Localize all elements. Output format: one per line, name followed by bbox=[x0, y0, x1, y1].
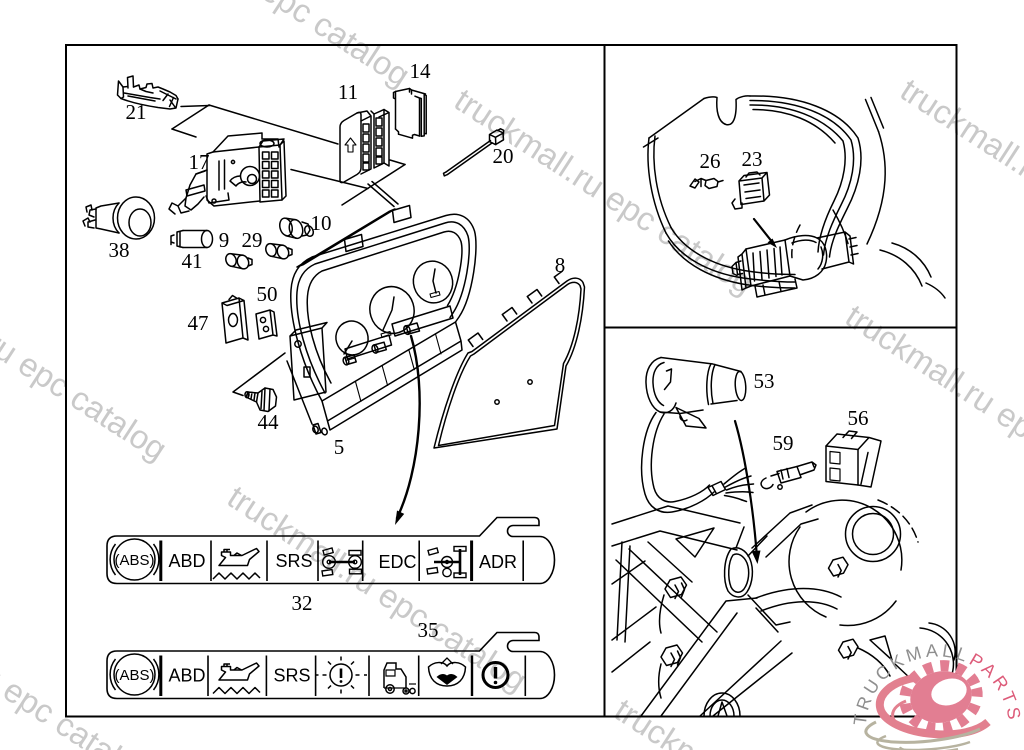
svg-text:20: 20 bbox=[493, 144, 514, 168]
svg-text:10: 10 bbox=[311, 211, 332, 235]
svg-text:41: 41 bbox=[182, 249, 203, 273]
svg-text:SRS: SRS bbox=[273, 666, 310, 686]
svg-text:53: 53 bbox=[754, 369, 775, 393]
svg-text:44: 44 bbox=[258, 410, 280, 434]
svg-text:32: 32 bbox=[292, 591, 313, 615]
svg-text:29: 29 bbox=[242, 228, 263, 252]
svg-text:21: 21 bbox=[126, 100, 147, 124]
svg-text:11: 11 bbox=[338, 80, 358, 104]
svg-text:26: 26 bbox=[700, 149, 721, 173]
svg-text:17: 17 bbox=[189, 150, 210, 174]
svg-text:ADR: ADR bbox=[479, 552, 517, 572]
svg-text:38: 38 bbox=[109, 238, 130, 262]
svg-text:EDC: EDC bbox=[378, 552, 416, 572]
svg-text:5: 5 bbox=[334, 435, 345, 459]
svg-text:59: 59 bbox=[773, 431, 794, 455]
svg-text:ABD: ABD bbox=[168, 551, 205, 571]
svg-text:8: 8 bbox=[555, 253, 566, 277]
svg-text:ABD: ABD bbox=[168, 666, 205, 686]
svg-text:47: 47 bbox=[188, 311, 209, 335]
svg-text:14: 14 bbox=[410, 59, 432, 83]
svg-text:56: 56 bbox=[848, 406, 869, 430]
svg-text:23: 23 bbox=[742, 147, 763, 171]
svg-text:SRS: SRS bbox=[275, 551, 312, 571]
svg-text:50: 50 bbox=[257, 282, 278, 306]
svg-text:35: 35 bbox=[418, 618, 439, 642]
svg-text:9: 9 bbox=[219, 228, 230, 252]
